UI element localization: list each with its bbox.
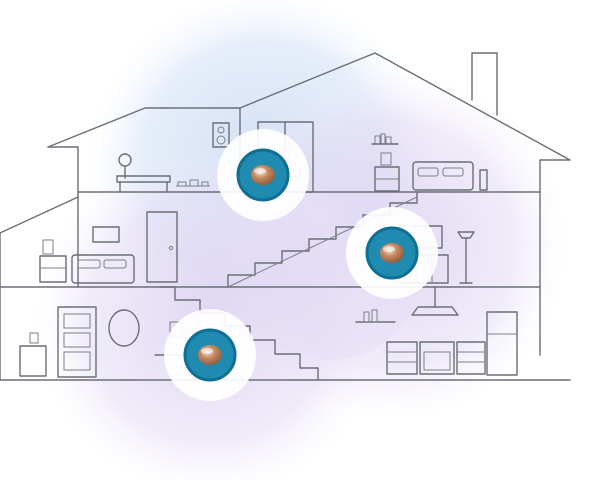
bed-icon	[412, 161, 474, 191]
desk-icon	[116, 175, 171, 193]
floor-lamp-icon	[457, 231, 475, 284]
bedside-table-icon	[39, 239, 67, 283]
alarm-clock-icon	[479, 169, 488, 191]
mesh-nodes	[164, 129, 438, 401]
bed-icon	[71, 254, 135, 284]
attic-furniture	[116, 121, 488, 193]
speaker-icon	[212, 122, 230, 148]
coverage-areas	[35, 0, 567, 480]
chimney	[471, 52, 498, 116]
mirror-icon	[108, 309, 140, 347]
door-icon	[57, 306, 97, 378]
left-lower-roof	[0, 196, 79, 234]
ground-floor-furniture	[19, 286, 518, 378]
left-roof	[47, 107, 241, 148]
bedside-table-icon	[374, 152, 400, 192]
toy-train-icon	[176, 179, 210, 187]
mesh-node-ground[interactable]	[164, 309, 256, 401]
bookshelf-icon	[371, 133, 399, 145]
mesh-node-attic[interactable]	[217, 129, 309, 221]
mesh-node-upper[interactable]	[346, 207, 438, 299]
door-icon	[146, 211, 178, 283]
picture-frame-icon	[92, 226, 120, 243]
kitchen-cabinet-icon	[386, 341, 418, 375]
stove-icon	[419, 341, 455, 375]
bedside-table-icon	[19, 332, 47, 377]
fridge-icon	[486, 311, 518, 376]
range-hood-icon	[411, 286, 459, 316]
kitchen-cabinet-icon	[456, 341, 486, 375]
shelf-icon	[355, 309, 396, 323]
